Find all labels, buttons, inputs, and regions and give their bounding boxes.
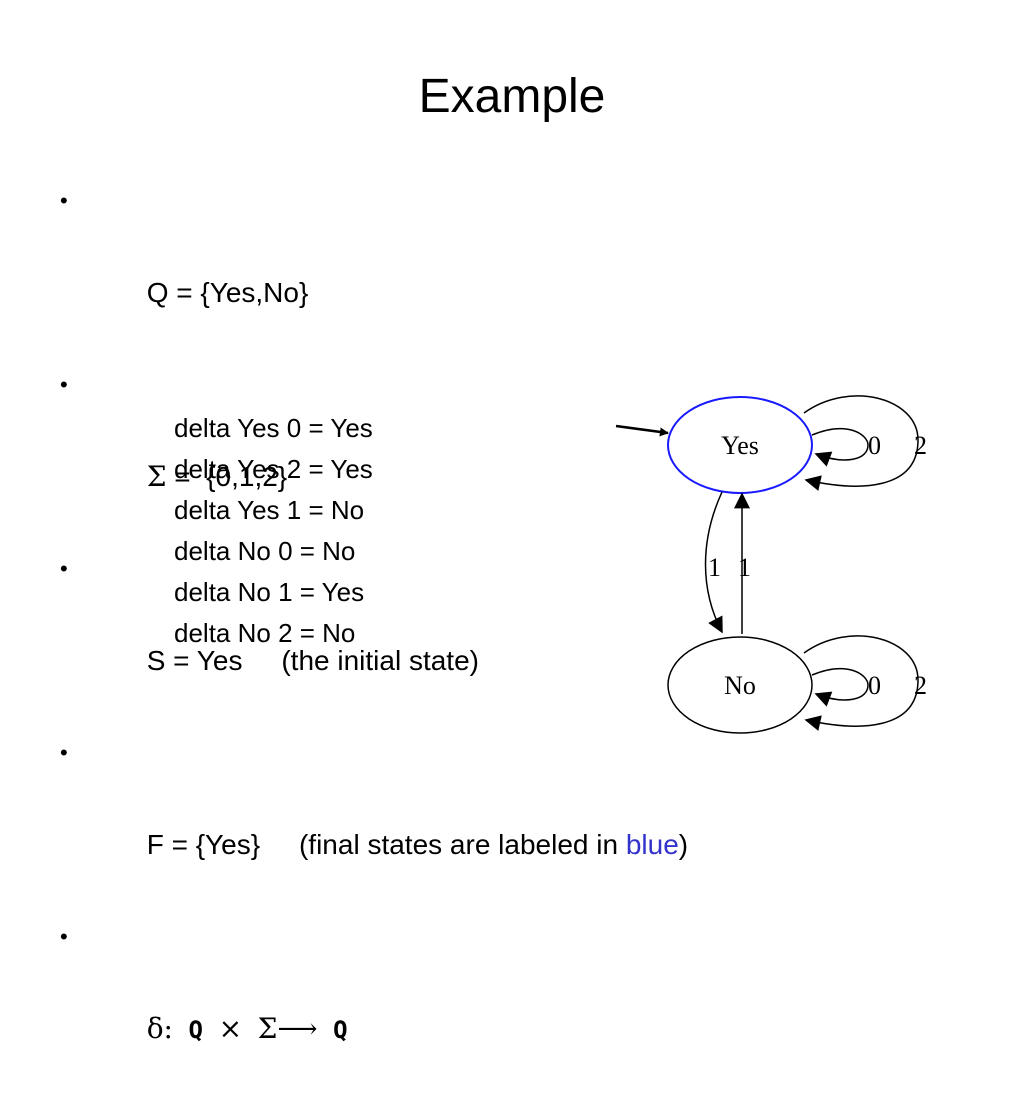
no-loop-2-label: 2 [914,671,927,700]
bullet-alphabet: • Σ = {0,1,2} [56,362,688,546]
edge-yes-to-no-label: 1 [708,553,721,582]
final-text: F = {Yes} (final states are labeled in [146,829,626,860]
yes-loop-0 [811,427,869,467]
state-yes-label: Yes [721,431,759,460]
start-text: S = Yes (the initial state) [146,645,479,676]
slide-title: Example [418,70,606,123]
sigma-symbol-2: Σ [257,1012,278,1045]
bullet-dot-icon: • [60,188,68,213]
state-no [667,636,813,734]
alphabet-text: = {0,1,2} [166,461,288,492]
codomain-q: Q [333,1016,348,1044]
states-text: Q = {Yes,No} [146,277,309,308]
edge-no-to-yes-label: 1 [738,553,751,582]
yes-loop-0-label: 0 [868,431,881,460]
transition-list: delta Yes 0 = Yes delta Yes 2 = Yes delt… [174,408,373,654]
yes-loop-2 [803,395,919,491]
transition-line: delta No 0 = No [174,536,356,566]
state-no-label: No [724,671,756,700]
slide: Example • Q = {Yes,No} • Σ = {0,1,2} • S… [56,70,927,1045]
bullet-dot-icon: • [60,924,68,949]
no-loop-0 [811,667,869,707]
edge-yes-to-no [704,491,723,634]
transition-line: delta No 2 = No [174,618,356,648]
domain-q: Q [188,1016,203,1044]
blue-word: blue [625,829,679,860]
transition-line: delta Yes 2 = Yes [174,454,373,484]
bullet-dot-icon: • [60,740,68,765]
bullet-dot-icon: • [60,556,68,581]
sigma-symbol: Σ [146,460,167,493]
no-loop-2 [803,635,919,731]
transition-line: delta Yes 1 = No [174,495,365,525]
final-suffix: ) [678,829,689,860]
bullet-final: • F = {Yes} (final states are labeled in… [56,730,688,914]
transition-line: delta Yes 0 = Yes [174,413,373,443]
delta-symbol: δ [146,1012,164,1045]
bullet-dot-icon: • [60,372,68,397]
long-arrow-icon: ⟶ [277,1012,318,1045]
delta-colon: : [163,1012,173,1045]
state-diagram: Yes 0 2 1 1 No 0 2 [615,395,927,734]
times-symbol: × [218,1012,243,1045]
no-loop-0-label: 0 [868,671,881,700]
bullet-start: • S = Yes (the initial state) [56,546,688,730]
bullet-states: • Q = {Yes,No} [56,178,688,362]
yes-loop-2-label: 2 [914,431,927,460]
initial-state-arrow [615,424,669,437]
bullet-delta: • δ: Q × Σ⟶ Q [56,914,688,1099]
transition-line: delta No 1 = Yes [174,577,365,607]
